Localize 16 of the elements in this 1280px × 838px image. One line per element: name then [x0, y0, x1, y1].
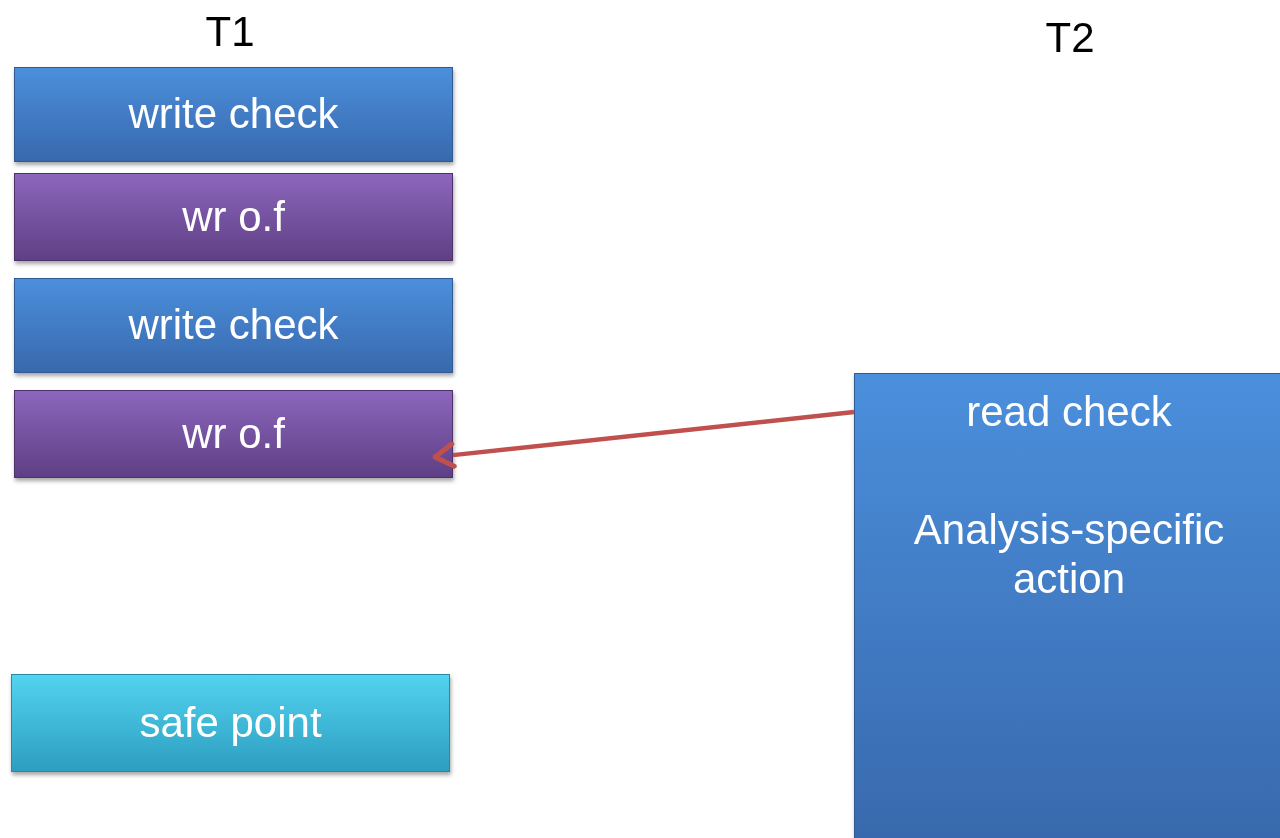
box-text: safe point — [139, 698, 322, 748]
arrow — [432, 409, 855, 469]
process-box — [854, 373, 1280, 838]
box-text: wr o.f — [182, 192, 285, 242]
process-box — [14, 278, 453, 373]
box-text: write check — [128, 90, 339, 139]
process-box — [14, 390, 453, 478]
process-box — [11, 674, 450, 772]
box-text: wr o.f — [182, 409, 285, 459]
box-text: read check — [966, 388, 1172, 437]
box-text: write check — [128, 301, 339, 350]
process-box — [14, 67, 453, 162]
thread-label: T1 — [204, 8, 256, 56]
box-text: Analysis-specific action — [912, 506, 1226, 603]
process-box — [14, 173, 453, 261]
thread-label: T2 — [1044, 14, 1096, 62]
